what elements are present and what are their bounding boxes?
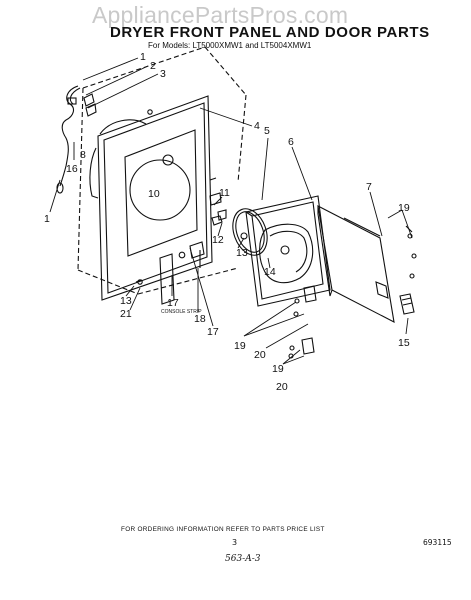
callout-17-console: 17 — [167, 297, 179, 309]
callout-20-mid: 20 — [254, 349, 266, 361]
callout-5: 5 — [264, 125, 270, 137]
outer-door-part — [317, 205, 395, 323]
callout-13-panel: 13 — [120, 295, 132, 307]
console-strip-label: CONSOLE STRIP — [161, 309, 202, 315]
callout-1: 1 — [140, 51, 146, 63]
diagram-title: DRYER FRONT PANEL AND DOOR PARTS — [110, 24, 430, 41]
diagram-subtitle: For Models: LT5000XMW1 and LT5004XMW1 — [148, 41, 312, 50]
wire-harness-part — [56, 85, 81, 194]
handwritten-reference: 563-A-3 — [225, 554, 261, 564]
callout-3: 3 — [160, 68, 166, 80]
bracket-part — [83, 93, 153, 117]
page-number: 3 — [232, 538, 238, 547]
callout-14: 14 — [264, 266, 276, 278]
callout-21: 21 — [120, 308, 132, 320]
callout-7: 7 — [366, 181, 372, 193]
callout-2: 2 — [150, 60, 156, 72]
callout-16: 16 — [66, 163, 78, 175]
callout-20-low: 20 — [276, 381, 288, 393]
callout-6: 6 — [288, 136, 294, 148]
callout-4: 4 — [254, 120, 260, 132]
callout-19-low: 19 — [272, 363, 284, 375]
callout-13-door: 13 — [236, 247, 248, 259]
watermark-text: AppliancePartsPros.com — [92, 2, 349, 28]
door-catch-part — [399, 293, 415, 315]
callout-numbers: 1 2 3 4 5 6 7 8 10 11 12 13 13 14 15 16 … — [44, 51, 410, 393]
door-seal-part — [232, 208, 268, 256]
callout-leader-lines — [49, 57, 413, 365]
callout-19-mid: 19 — [234, 340, 246, 352]
callout-17-right: 17 — [207, 326, 219, 338]
callout-8: 8 — [80, 149, 86, 161]
callout-15: 15 — [398, 337, 410, 349]
callout-11: 11 — [219, 187, 230, 199]
callout-10: 10 — [148, 188, 160, 200]
front-panel-part — [89, 95, 217, 301]
callout-18: 18 — [194, 313, 206, 325]
hinge-hardware-part — [135, 192, 227, 305]
callout-19-top: 19 — [398, 202, 410, 214]
document-number: 693115 — [423, 538, 452, 547]
ordering-note: FOR ORDERING INFORMATION REFER TO PARTS … — [121, 526, 325, 533]
inner-door-part — [245, 195, 331, 307]
callout-12: 12 — [212, 234, 224, 246]
hinge-screws-part — [288, 225, 417, 359]
callout-1-cord: 1 — [44, 213, 50, 225]
